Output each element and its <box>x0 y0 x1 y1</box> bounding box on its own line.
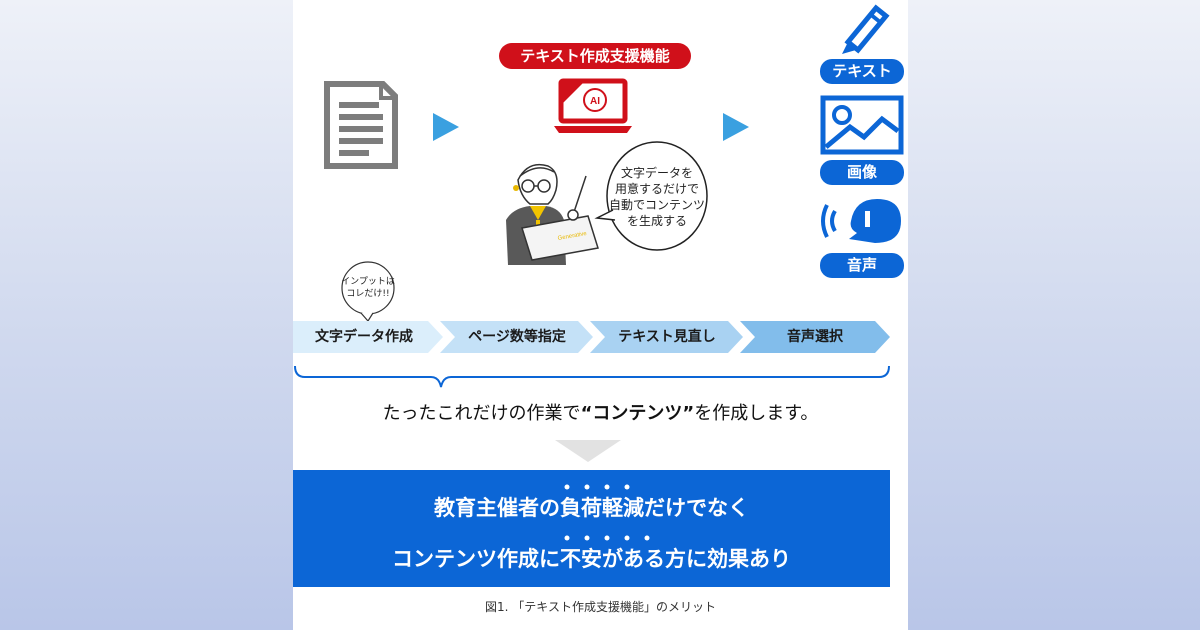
flow-arrow-1 <box>433 113 459 141</box>
document-icon <box>324 81 398 169</box>
bracket-line <box>294 365 890 388</box>
step-2-label: ページ数等指定 <box>468 329 566 345</box>
summary-suffix: を作成します。 <box>694 403 819 424</box>
pencil-icon <box>842 4 890 54</box>
summary-text: たったこれだけの作業で“コンテンツ”を作成します。 <box>293 399 908 425</box>
step-1-label: 文字データ作成 <box>315 329 413 345</box>
summary-highlight: “コンテンツ” <box>580 403 695 424</box>
summary-prefix: たったこれだけの作業で <box>382 403 581 424</box>
emphasis-dots-2 <box>564 535 650 541</box>
bubble-line: 自動でコンテンツ <box>608 198 705 212</box>
output-image-label: 画像 <box>820 160 904 185</box>
speech-bubble-text: 文字データを 用意するだけで 自動でコンテンツ を生成する <box>605 165 709 229</box>
step-4-label: 音声選択 <box>787 329 843 345</box>
ai-laptop-icon: AI <box>554 78 632 133</box>
ai-label: AI <box>590 96 600 107</box>
step-chevron-2 <box>440 321 593 353</box>
speech-bubble <box>594 141 708 251</box>
bubble-line: を生成する <box>626 214 687 228</box>
bubble-line: 文字データを <box>620 166 693 180</box>
feature-title-badge: テキスト作成支援機能 <box>499 43 691 69</box>
banner-line-2: コンテンツ作成に不安がある方に効果あり <box>392 547 791 571</box>
banner-line-1: 教育主催者の負荷軽減だけでなく <box>434 496 749 520</box>
figure-caption: 図1. 「テキスト作成支援機能」のメリット <box>485 600 716 614</box>
image-icon <box>820 95 904 155</box>
step-chevron-4 <box>740 321 890 353</box>
step-3-label: テキスト見直し <box>618 329 716 345</box>
emphasis-dots-1 <box>564 484 630 490</box>
flow-arrow-2 <box>723 113 749 141</box>
output-text-label: テキスト <box>820 59 904 84</box>
output-audio-label: 音声 <box>820 253 904 278</box>
input-note-text: インプットは コレだけ!! <box>337 276 399 300</box>
input-note-line: コレだけ!! <box>346 289 390 299</box>
step-chevrons <box>293 321 890 353</box>
laptop-brand-label: Generative <box>557 231 588 242</box>
step-chevron-3 <box>590 321 743 353</box>
presenter-illustration: Generative <box>506 163 599 265</box>
speaker-icon <box>821 199 901 243</box>
benefit-banner: 教育主催者の負荷軽減だけでなく コンテンツ作成に不安がある方に効果あり <box>293 470 890 587</box>
step-chevron-1 <box>293 321 443 353</box>
bubble-line: 用意するだけで <box>614 182 699 196</box>
input-note-bubble <box>341 261 395 322</box>
down-arrow <box>555 440 621 462</box>
figure-card: テキスト作成支援機能 AI Generative 文字データを 用意するだけで … <box>293 0 908 630</box>
input-note-line: インプットは <box>341 277 395 287</box>
